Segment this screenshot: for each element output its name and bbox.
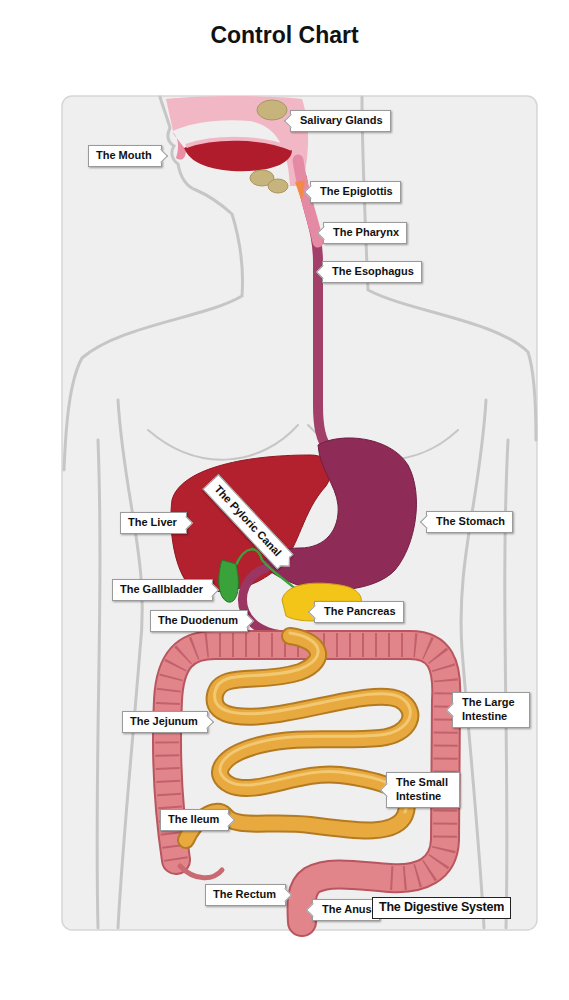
part-label: The Small Intestine [386, 772, 460, 808]
oral-cavity [184, 138, 292, 172]
stomach-shape [262, 438, 416, 590]
part-label: The Stomach [426, 511, 513, 533]
part-label: Salivary Glands [290, 110, 391, 132]
part-label: The Mouth [88, 145, 162, 167]
intestine-highlight [215, 633, 411, 812]
torso-left [118, 400, 142, 928]
chart-title: Control Chart [0, 22, 569, 49]
appendix [180, 866, 222, 878]
gallbladder-shape [219, 560, 239, 602]
part-label: The Liver [120, 512, 187, 534]
part-label: The Ileum [160, 809, 229, 831]
part-label: The Pancreas [314, 601, 404, 623]
chest-line [148, 425, 298, 460]
panel [62, 96, 537, 930]
torso-right [461, 400, 486, 928]
salivary-gland [268, 179, 288, 193]
arm-left [97, 440, 100, 928]
part-label: The Esophagus [322, 261, 422, 283]
part-label: The Anus [312, 899, 380, 921]
salivary-gland [257, 100, 287, 120]
figure-name-plate: The Digestive System [372, 897, 511, 919]
lips [172, 132, 186, 160]
part-label: The Large Intestine [452, 692, 530, 728]
nasal-cavity [166, 96, 308, 186]
colon-folds [167, 645, 446, 878]
part-label: The Duodenum [150, 610, 248, 632]
part-label: The Epiglottis [310, 181, 401, 203]
part-label: The Gallbladder [112, 579, 213, 601]
body-outline [64, 97, 536, 928]
part-label: The Pharynx [323, 222, 407, 244]
part-label: The Jejunum [122, 711, 208, 733]
palate [186, 139, 292, 149]
part-label: The Rectum [205, 884, 286, 906]
